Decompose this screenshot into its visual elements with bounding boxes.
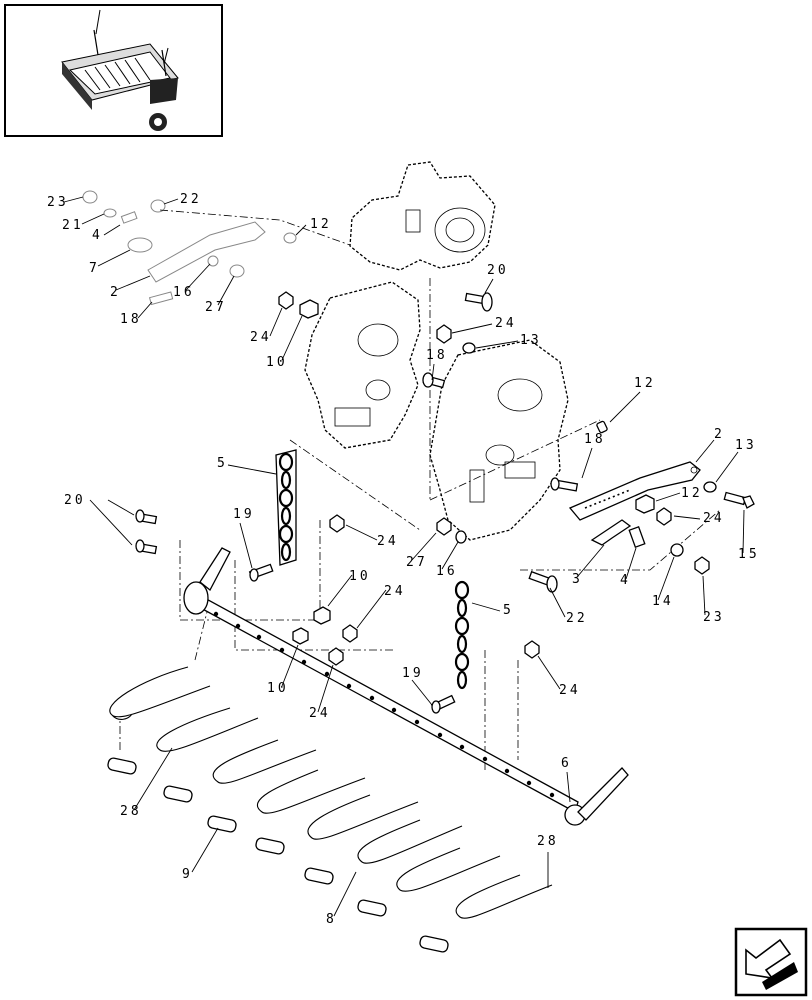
tines-8 [109,666,553,919]
callout-c-24b: 24 [495,316,517,331]
callout-c-10c: 10 [267,681,289,696]
callout-c-28a: 28 [120,804,142,819]
bolt-19-right [430,694,456,714]
callout-c-18c: 18 [584,432,606,447]
washer-14 [670,543,684,557]
left-side-plate [304,281,421,449]
callout-c-12b: 12 [634,376,656,391]
chain-5-right [454,580,470,690]
baler-pickup-thumbnail [61,9,179,131]
nut-24-right-low [524,640,540,659]
bolt-15 [723,491,755,509]
callout-c-21: 21 [62,218,84,233]
block-12-right [635,494,655,514]
callout-c-15: 15 [738,547,760,562]
callout-c-5b: 5 [503,603,514,618]
callout-c-19a: 19 [233,507,255,522]
callout-c-24c: 24 [703,511,725,526]
spacer-12-right [596,420,608,434]
callout-c-20a: 20 [487,263,509,278]
block-10-mid [313,606,331,625]
callout-c-6: 6 [561,756,572,771]
callout-c-4b: 4 [620,573,631,588]
thumbnail-frame[interactable] [4,4,223,137]
callout-c-10a: 10 [266,355,288,370]
callout-c-23b: 23 [703,610,725,625]
block-10-left [299,299,319,319]
callout-c-27a: 27 [205,300,227,315]
callout-c-3: 3 [572,572,583,587]
nut-24-right [656,507,672,526]
callout-c-27b: 27 [406,555,428,570]
block-10-low [292,627,309,645]
nut-24-low [328,647,344,666]
callout-c-24d: 24 [377,534,399,549]
bolts-20-left [135,509,158,555]
nut-24-lower [342,624,358,643]
arm-2-right [568,461,701,521]
callout-c-2b: 2 [714,427,725,442]
callout-c-18a: 18 [120,312,142,327]
callout-c-16a: 16 [173,285,195,300]
callout-c-22b: 22 [566,611,588,626]
main-frame-weldment [349,161,496,271]
callout-c-28b: 28 [537,834,559,849]
callout-c-5a: 5 [217,456,228,471]
upper-left-arm-group [82,190,297,306]
callout-c-13b: 13 [735,438,757,453]
tine-bar-shaft-6 [183,547,629,826]
callout-c-19b: 19 [402,666,424,681]
callout-c-10b: 10 [349,569,371,584]
callout-c-20b: 20 [64,493,86,508]
bolt-20-upper [464,292,493,312]
nut-23-right [694,556,710,575]
spring-4-right [628,525,646,549]
tine-clips-9 [107,757,449,953]
bolt-22-right [528,570,558,593]
nut-27-right [436,517,452,536]
bolt-18-right [550,477,579,492]
callout-c-18b: 18 [426,348,448,363]
callout-c-9: 9 [182,867,193,882]
callout-c-12c: 12 [681,486,703,501]
callout-c-24g: 24 [559,683,581,698]
nut-24-upper [436,324,452,344]
callout-c-7: 7 [89,261,100,276]
callout-c-16b: 16 [436,564,458,579]
bolt-19-left [248,563,274,582]
washer-13-upper [462,342,476,354]
leader-lines [63,196,745,917]
nut-24-left [278,291,294,310]
latch-3 [590,519,632,546]
callout-c-14: 14 [652,594,674,609]
callout-c-24a: 24 [250,330,272,345]
navigation-arrow-icon[interactable] [734,927,808,997]
callout-c-22a: 22 [180,192,202,207]
callout-c-4a: 4 [92,228,103,243]
callout-c-13a: 13 [520,333,542,348]
hardware [135,291,755,714]
callout-c-12a: 12 [310,217,332,232]
callout-c-23a: 23 [47,195,69,210]
chain-5-left [275,449,297,566]
washer-16-right [455,530,467,544]
washer-13-right [703,481,717,493]
bolt-18-mid [422,372,446,389]
callout-c-2a: 2 [110,285,121,300]
nut-24-mid [329,514,345,533]
callout-c-24f: 24 [309,706,331,721]
right-side-plate [429,339,569,541]
callout-c-24e: 24 [384,584,406,599]
callout-c-8: 8 [326,912,337,927]
